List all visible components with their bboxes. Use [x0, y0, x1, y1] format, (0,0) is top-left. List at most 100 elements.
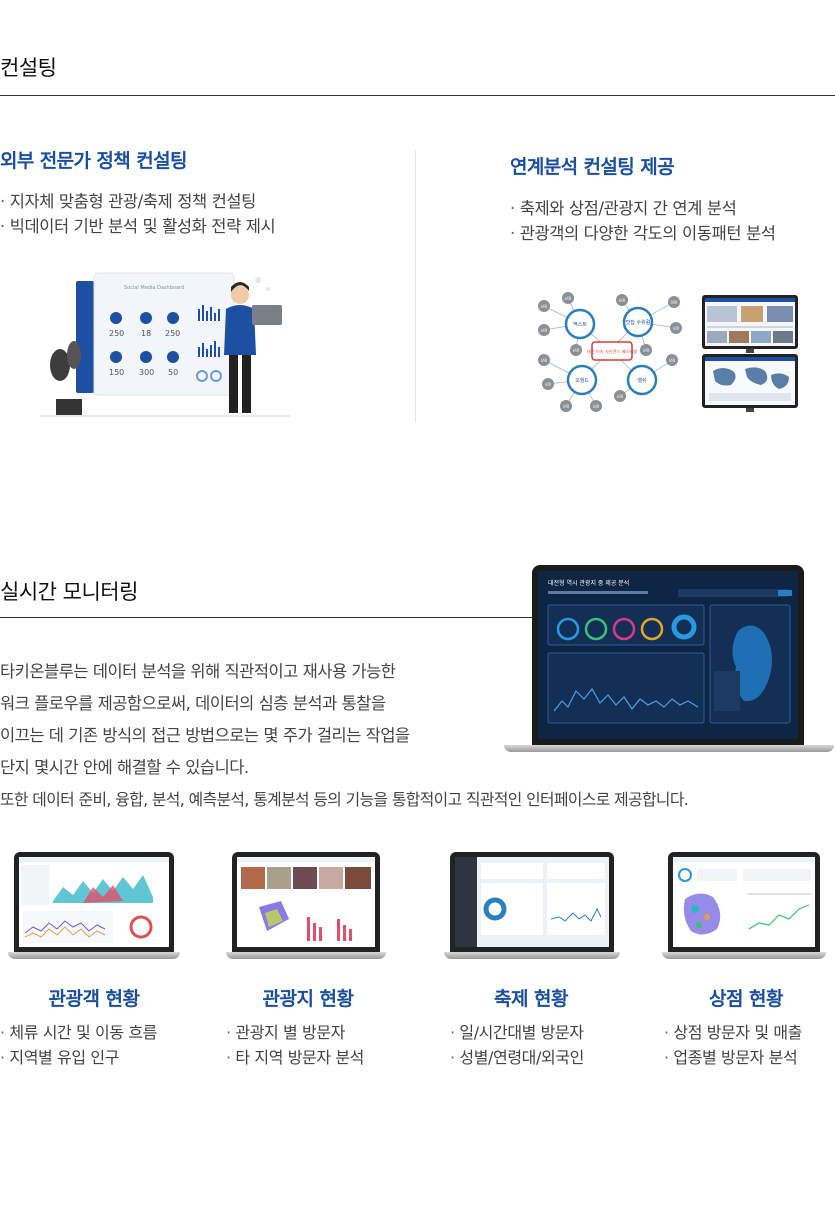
plant-leaf-2	[67, 341, 81, 369]
paragraph-line-5: 또한 데이터 준비, 융합, 분석, 예측분석, 통계분석 등의 기능을 통합적…	[0, 790, 689, 809]
gauge-icon-1	[196, 370, 208, 382]
stat-5: 300	[139, 368, 154, 377]
hub-label-4: 벳쉬	[637, 377, 646, 384]
person-head	[231, 286, 249, 304]
network-node-label-11: 상점	[563, 404, 569, 409]
floor-line	[40, 415, 290, 417]
card-3-screen	[455, 857, 605, 947]
expert-bullet-1: 지자체 맞춤형 관광/축제 정책 컨설팅	[0, 189, 275, 214]
person-hair	[231, 282, 249, 292]
korea-map-shape	[732, 625, 772, 702]
stat-4: 150	[109, 368, 124, 377]
card-4-map-shape	[683, 893, 721, 935]
linkage-bullet-2: 관광객의 다양한 각도의 이동패턴 분석	[510, 221, 776, 246]
card-1-item-1: 체류 시간 및 이동 흐름	[0, 1020, 157, 1045]
card-4-list: 상점 방문자 및 매출 업종별 방문자 분석	[664, 1020, 802, 1070]
plant-leaf-1	[50, 349, 70, 381]
stat-6: 50	[168, 368, 178, 377]
stat-2: 18	[141, 329, 151, 338]
card-2-item-1: 관광지 별 방문자	[226, 1020, 364, 1045]
network-node-label-12: 상점	[593, 404, 599, 409]
laptop-held	[252, 305, 282, 325]
card-1-title: 관광객 현황	[48, 988, 140, 1010]
facebook-icon	[110, 312, 122, 324]
paragraph-line-1: 타키온블루는 데이터 분석을 위해 직관적이고 재사용 가능한	[0, 662, 396, 681]
network-hub-nodes	[564, 306, 658, 396]
person-leg-right	[242, 355, 251, 413]
card-1-laptop-base	[8, 952, 180, 959]
card-2-screen	[237, 857, 375, 941]
monitoring-divider	[0, 617, 532, 618]
paragraph-line-3: 이끄는 데 기존 방식의 접근 방법으로는 몇 주가 걸리는 작업을	[0, 726, 410, 745]
pinterest-icon	[110, 351, 122, 363]
network-node-label-1: 상점	[541, 304, 547, 309]
center-node-label: 대전 이슈 사이언스 페스티벌	[587, 348, 637, 355]
card-2-item-2: 타 지역 방문자 분석	[226, 1045, 364, 1070]
card-3-title: 축제 현황	[493, 988, 569, 1010]
network-node-label-2: 상점	[541, 328, 547, 333]
hub-label-3: 오월드	[575, 377, 589, 384]
expert-consulting-bullets: 지자체 맞춤형 관광/축제 정책 컨설팅 빅데이터 기반 분석 및 활성화 전략…	[0, 189, 276, 239]
card-4-title: 상점 현황	[708, 988, 784, 1010]
card-2-laptop-base	[226, 952, 386, 959]
network-small-nodes	[538, 292, 682, 412]
hub-label-2: 맛집 수위럼	[626, 319, 651, 326]
card-2-title: 관광지 현황	[262, 988, 354, 1010]
expert-bullet-2: 빅데이터 기반 분석 및 활성화 전략 제시	[0, 214, 276, 239]
network-node-label-6: 상점	[673, 326, 679, 331]
board-title: Social Media Dashboard	[124, 285, 184, 291]
card-4-item-2: 업종별 방문자 분석	[664, 1045, 802, 1070]
plant-pot	[56, 399, 82, 415]
card-3-list: 일/시간대별 방문자 성별/연령대/외국인	[450, 1020, 584, 1070]
consulting-divider	[0, 95, 835, 96]
thought-dot-2	[266, 287, 270, 291]
monitoring-heading: 실시간 모니터링	[0, 580, 138, 604]
network-node-label-10: 상점	[545, 382, 551, 387]
mini-bar-chart-top	[198, 305, 220, 321]
card-1-screen	[19, 857, 169, 943]
instagram-icon	[167, 351, 179, 363]
expert-consulting-title: 외부 전문가 정책 컨설팅	[0, 150, 187, 172]
stat-3: 250	[165, 329, 180, 338]
network-node-label-5: 상점	[671, 300, 677, 305]
gauge-icon-2	[210, 370, 222, 382]
card-4-laptop-base	[662, 952, 826, 959]
monitoring-dashboard: 대전형 역시 관광지 중 제공 분석	[547, 579, 792, 724]
trend-line	[553, 687, 699, 712]
linkage-bullet-1: 축제와 상점/관광지 간 연계 분석	[510, 196, 776, 221]
thought-dot-1	[255, 277, 261, 283]
stat-1: 250	[109, 329, 124, 338]
wifi-icon	[140, 351, 152, 363]
linkage-consulting-bullets: 축제와 상점/관광지 간 연계 분석 관광객의 다양한 각도의 이동패턴 분석	[510, 196, 776, 246]
card-2-list: 관광지 별 방문자 타 지역 방문자 분석	[226, 1020, 364, 1070]
network-node-label-8: 상점	[619, 298, 625, 303]
card-4-screen	[673, 857, 815, 935]
consulting-heading: 컨설팅	[0, 56, 57, 80]
linkage-consulting-title: 연계분석 컨설팅 제공	[510, 156, 675, 178]
card-4-item-1: 상점 방문자 및 매출	[664, 1020, 802, 1045]
paragraph-line-4: 단지 몇시간 안에 해결할 수 있습니다.	[0, 758, 249, 777]
person-body	[224, 305, 256, 355]
card-1-list: 체류 시간 및 이동 흐름 지역별 유입 인구	[0, 1020, 157, 1070]
world-map-shape	[713, 367, 789, 389]
hub-label-1: 맥스트	[573, 321, 587, 328]
paragraph-line-2: 워크 플로우를 제공함으로써, 데이터의 심층 분석과 통찰을	[0, 694, 386, 713]
person-leg-left	[229, 355, 238, 413]
twitter-icon	[167, 312, 179, 324]
consulting-illustration: Social Media Dashboard 250 18 250 150 30…	[40, 272, 290, 417]
network-node-label-7: 상점	[643, 348, 649, 353]
network-node-label-9: 상점	[541, 358, 547, 363]
monitoring-paragraph: 타키온블루는 데이터 분석을 위해 직관적이고 재사용 가능한 워크 플로우를 …	[0, 656, 689, 816]
board-sidebar	[76, 281, 94, 393]
center-node	[591, 341, 633, 361]
network-node-label-14: 상점	[617, 394, 623, 399]
network-node-label-4: 상점	[573, 348, 579, 353]
monitor-top-content	[705, 298, 795, 343]
network-node-label-3: 상점	[565, 296, 571, 301]
card-3-laptop-base	[444, 952, 620, 959]
card-3-item-1: 일/시간대별 방문자	[450, 1020, 584, 1045]
mini-bar-chart-bottom	[198, 341, 220, 357]
linkedin-icon	[140, 312, 152, 324]
column-divider	[415, 150, 416, 422]
monitoring-laptop-base	[504, 745, 834, 752]
